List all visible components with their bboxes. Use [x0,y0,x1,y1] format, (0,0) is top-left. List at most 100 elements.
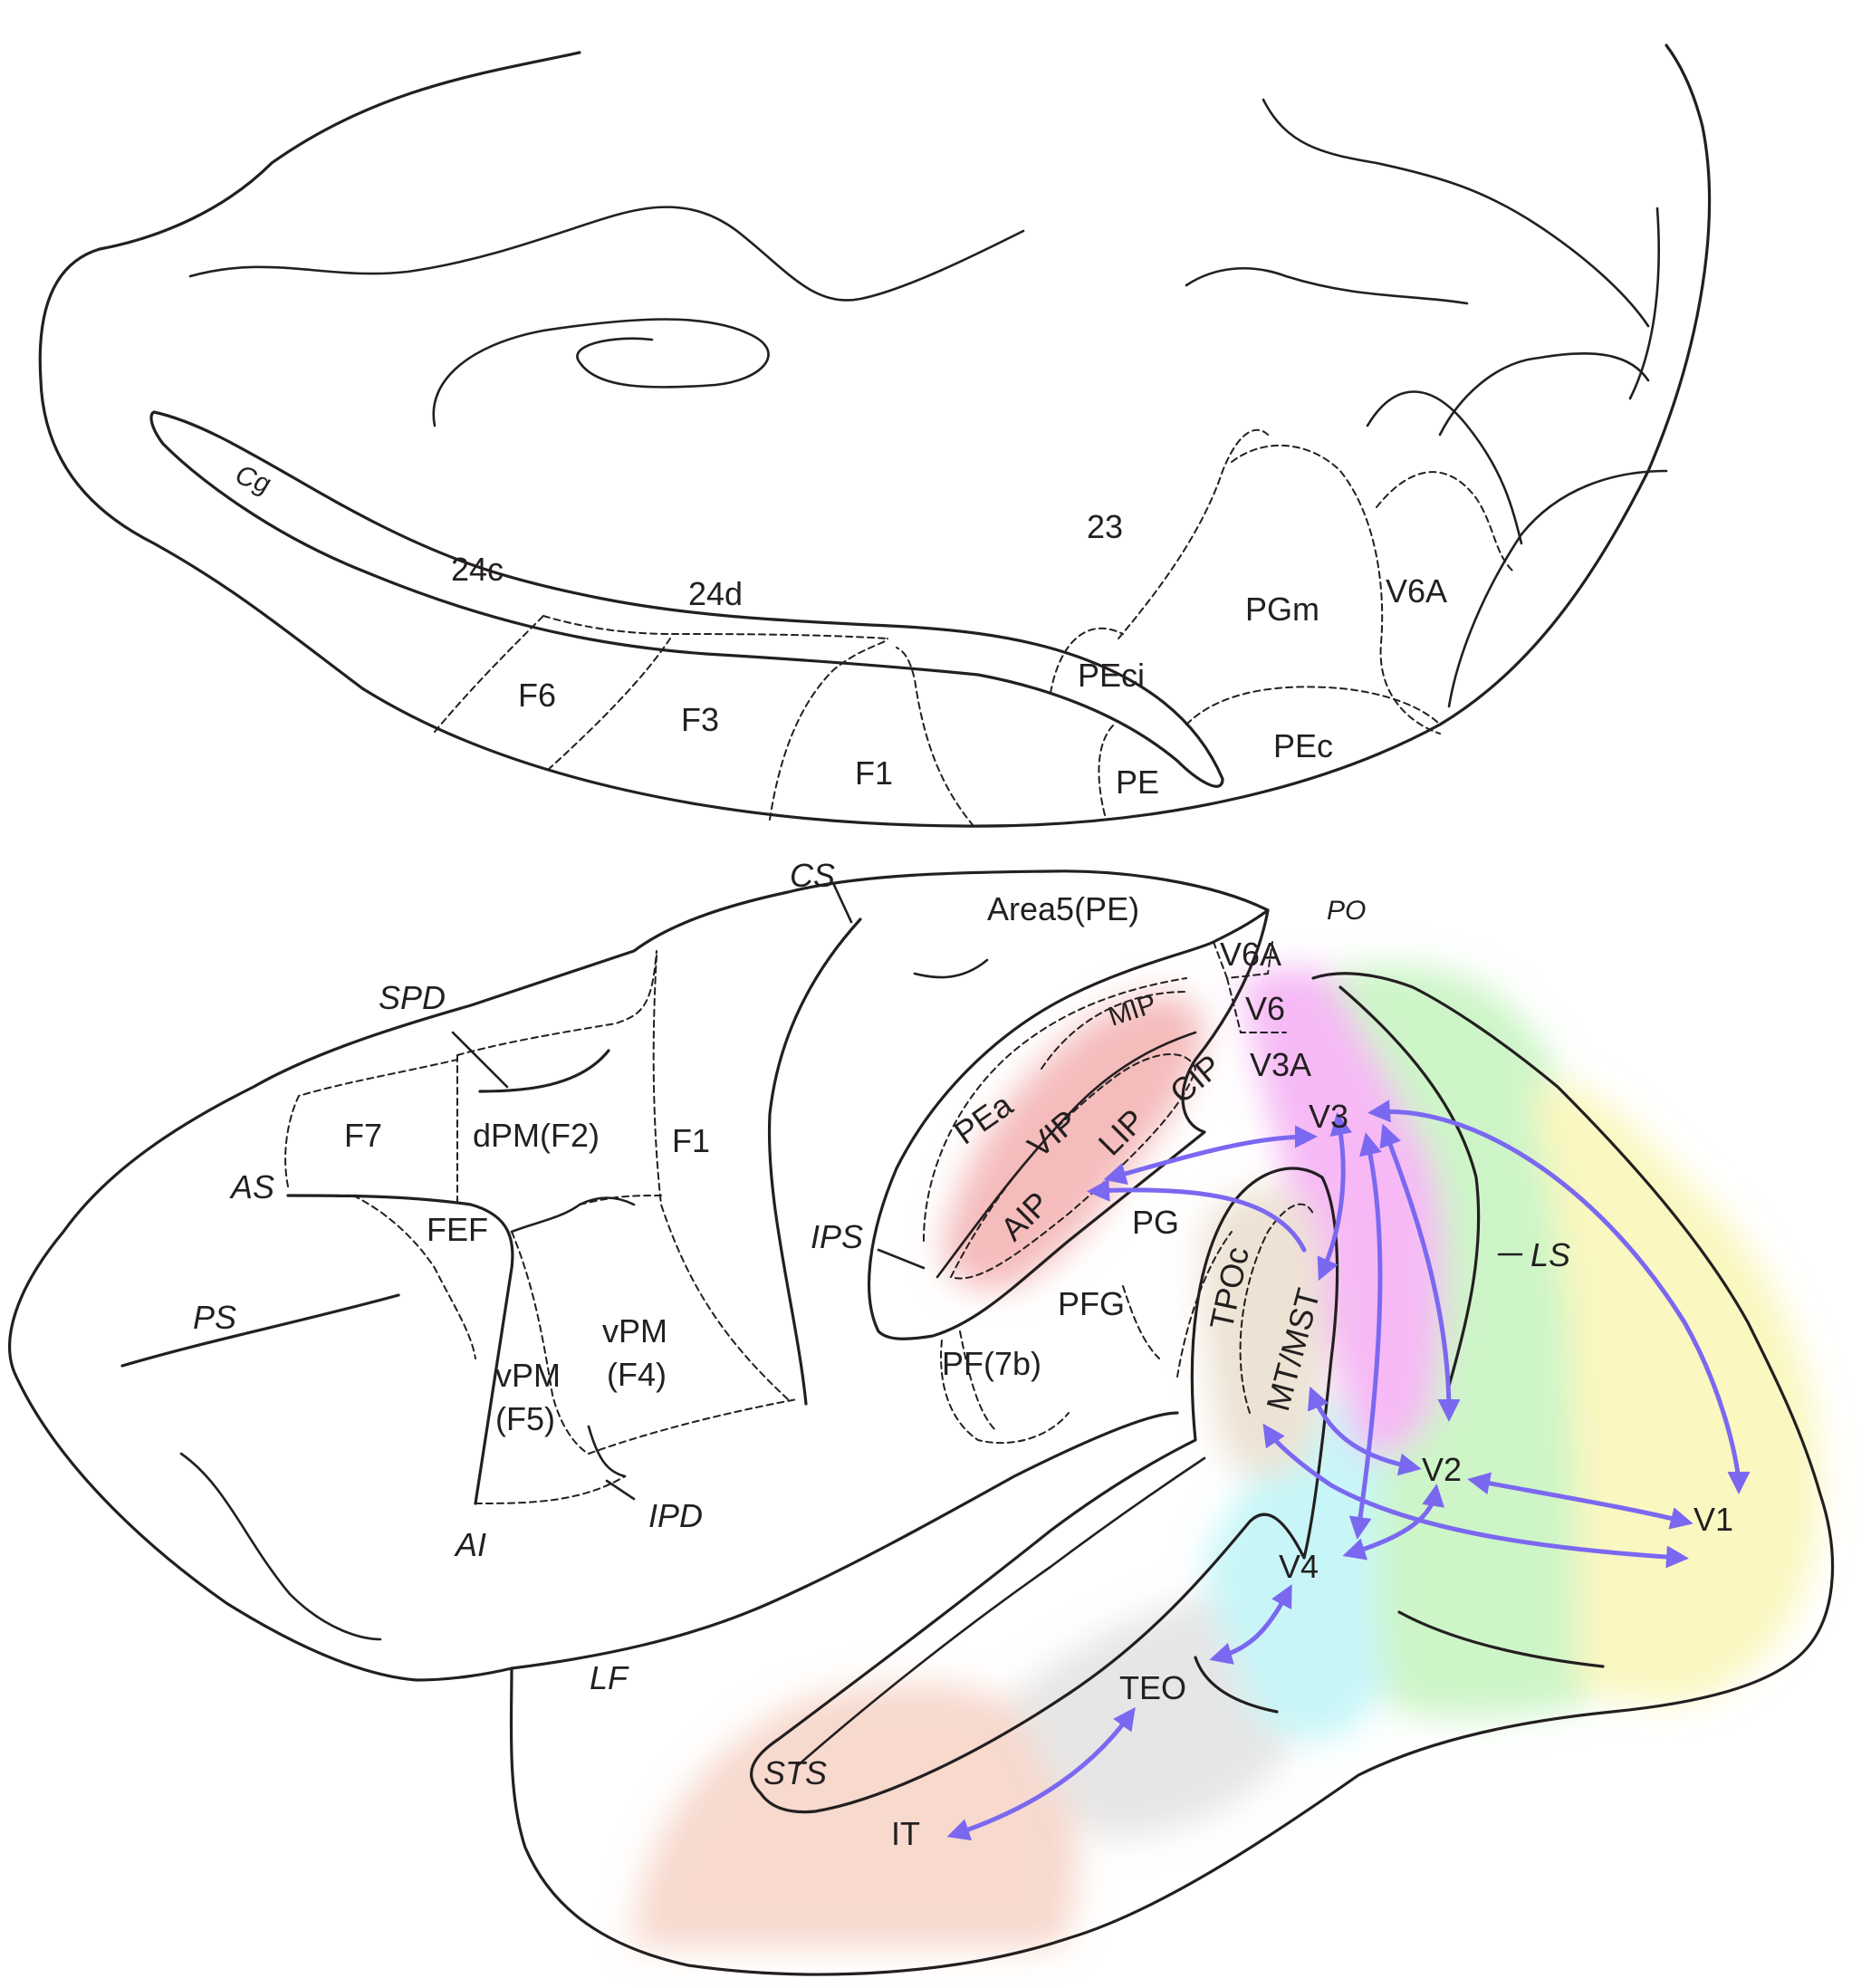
label-vpm-f4-1: vPM [602,1312,667,1349]
arrow-v3-mt [1317,1112,1353,1282]
v1-lower-sulcus [1397,1610,1605,1668]
label-f1-medial: F1 [855,754,893,792]
pfg-boundary [959,1330,997,1432]
vpm-bottom [475,1475,626,1504]
label-vpm-f5-2: (F5) [495,1400,555,1437]
teo-sulcus [1194,1656,1279,1714]
f6-boundary [434,615,544,733]
fef-bottom [352,1195,476,1359]
pf-boundary [940,1340,1070,1445]
region-parietal [942,994,1204,1290]
ps-sulcus [120,1293,400,1368]
medial-outline [38,43,1712,828]
area5-dimple [913,958,989,979]
pe-left [1098,724,1115,816]
corpus-callosum-outline [432,318,770,427]
v6a-lateral [1213,941,1273,980]
arrow-v3-v1 [1367,1100,1751,1494]
f6-top [542,615,888,639]
label-it: IT [891,1815,920,1852]
ips-pointer [877,1248,926,1270]
label-v4: V4 [1279,1548,1319,1585]
cs-pointer [831,881,853,924]
dpm-bottom [579,1195,662,1205]
label-f3: F3 [681,701,719,738]
peci-left [1050,627,1124,694]
callosal-sulcus-upper [188,206,1025,302]
ips-sulcus [867,908,1270,1340]
spd-sulcus [478,1049,610,1093]
label-v2: V2 [1422,1451,1462,1488]
f1-right [896,647,974,827]
label-po: PO [1327,896,1366,926]
label-teo: TEO [1119,1669,1186,1706]
arrow-v2-v4 [1342,1484,1445,1561]
label-vpm-f5-1: vPM [495,1357,561,1394]
label-f6: F6 [518,677,556,714]
calcarine-upper [1262,98,1650,328]
label-v3a: V3A [1250,1046,1311,1083]
region-mt [1201,1187,1327,1476]
label-lf: LF [590,1659,629,1696]
pec-top [1185,686,1441,725]
label-f7: F7 [344,1117,382,1154]
sts-inner [795,1456,1206,1768]
vip-boundary [949,1053,1197,1280]
medial-view: Cg 24c 24d 23 PGm V6A PEci F6 F3 F1 PE P… [38,43,1712,828]
label-v1: V1 [1693,1501,1733,1538]
region-it [634,1683,1079,1947]
label-ipd: IPD [648,1497,703,1534]
lf-sulcus [510,1411,1179,1670]
as-sulcus [286,1194,514,1505]
label-pec: PEc [1273,727,1333,764]
pgm-left [1118,428,1269,639]
label-24c: 24c [451,551,504,588]
f1-lateral-boundary [652,955,789,1400]
v6a-top [1376,471,1513,571]
parieto-occipital-sulcus [1447,469,1668,708]
label-ips: IPS [811,1218,863,1255]
f1-left [769,638,888,821]
arrow-v4-teo [1209,1584,1292,1665]
label-v3: V3 [1309,1098,1348,1135]
label-pg: PG [1132,1204,1179,1241]
f4-right [588,1398,798,1455]
lower-frontal [179,1452,382,1641]
dpm-top [456,950,657,1056]
label-f1-lateral: F1 [672,1122,710,1159]
tpoc-boundary [1176,1231,1233,1378]
label-ls: LS [1530,1236,1570,1273]
label-cg: Cg [232,460,275,500]
label-ps: PS [193,1299,236,1336]
vpm-divider [511,1231,590,1455]
f7-boundary [284,1059,458,1187]
fef-curve [510,1196,636,1234]
v6a-left [1231,444,1441,735]
spd-line [451,1031,509,1089]
label-dpm: dPM(F2) [473,1117,600,1154]
arrow-v3-vip [1103,1125,1318,1186]
ipd-pointer [605,1479,636,1501]
precuneus-line [1366,390,1523,545]
label-peci: PEci [1078,657,1145,694]
mip-boundary [1041,991,1187,1070]
ips-inner [936,1031,1197,1279]
label-area5: Area5(PE) [987,890,1139,927]
label-24d: 24d [688,575,743,612]
arrow-v3-v2 [1379,1123,1461,1422]
label-pf7b: PF(7b) [942,1345,1041,1382]
label-v6: V6 [1245,990,1285,1027]
label-v6a-lateral: V6A [1220,936,1281,973]
parietooccipital-line [1185,267,1469,305]
label-pfg: PFG [1058,1285,1125,1322]
label-cs: CS [790,857,835,894]
cuneus-line [1628,206,1660,400]
label-fef: FEF [427,1211,488,1248]
cs-sulcus [767,917,862,1406]
label-sts: STS [763,1754,827,1791]
mt-boundary [1239,1203,1314,1414]
pea-boundary [923,977,1187,1242]
colored-regions [634,965,1820,1947]
label-pgm: PGm [1245,591,1319,628]
